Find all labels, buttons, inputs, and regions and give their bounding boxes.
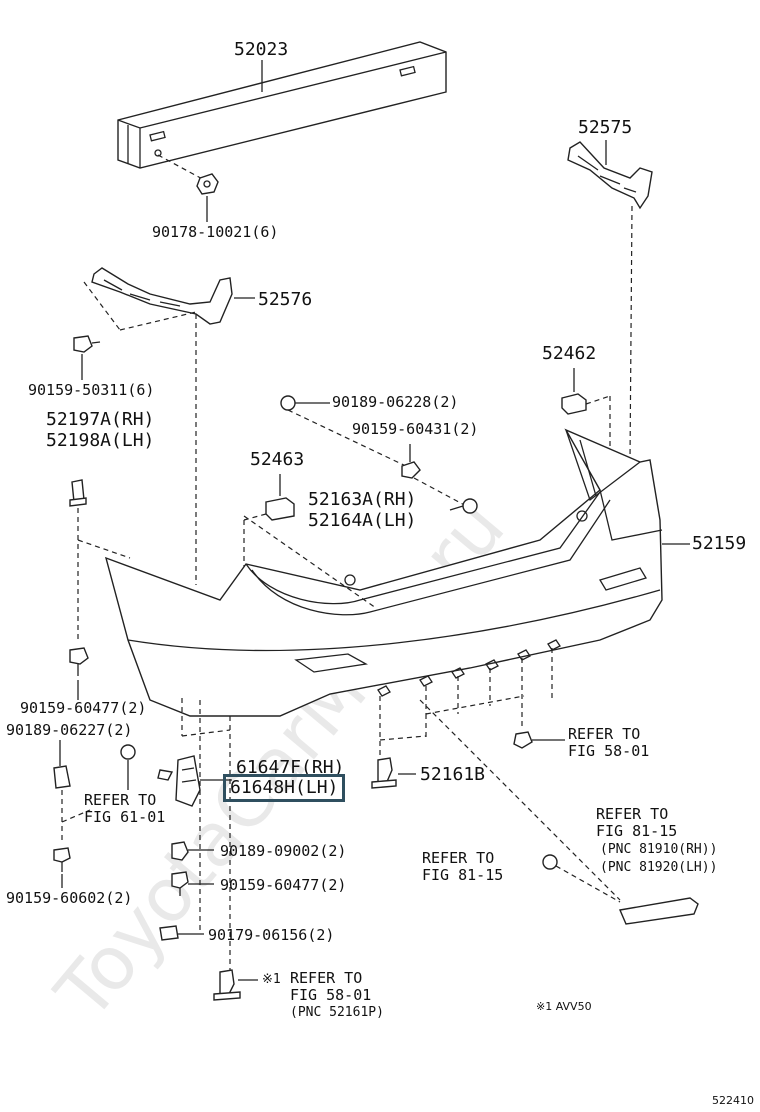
bolt-90159-60477-a (69, 647, 89, 676)
note-mark-1: ※1 (262, 972, 281, 987)
label-90159-60602: 90159-60602(2) (6, 889, 133, 907)
label-52163a-rh: 52163A(RH) (308, 489, 417, 510)
label-90159-60477-a: 90159-60477(2) (20, 699, 147, 717)
bolt-90159-60602 (53, 847, 71, 872)
fig-58-01-b: FIG 58-01 (290, 986, 372, 1004)
label-52023: 52023 (234, 39, 289, 60)
reflector (619, 897, 699, 925)
bracket-52575 (567, 141, 653, 210)
label-90159-50311: 90159-50311(6) (28, 381, 155, 399)
fig-81-15-a: FIG 81-15 (596, 822, 678, 840)
fig-61-01: FIG 61-01 (84, 808, 166, 826)
clip-52161p (213, 969, 241, 1001)
refer-to-61-01: REFER TO (84, 791, 157, 809)
pnc-81920-lh: (PNC 81920(LH)) (600, 860, 718, 875)
reinforcement-beam (117, 41, 447, 169)
clip-52161b (371, 757, 397, 789)
label-61648h-lh: 61648H(LH) (223, 774, 346, 802)
label-52463: 52463 (250, 449, 305, 470)
clip-52197 (69, 479, 87, 507)
label-52164a-lh: 52164A(LH) (308, 510, 417, 531)
refer-to-81-15-a: REFER TO (596, 805, 669, 823)
label-90189-06228: 90189-06228(2) (332, 393, 459, 411)
refer-to-81-15-b: REFER TO (422, 849, 495, 867)
refer-to-58-01-b: REFER TO (290, 969, 363, 987)
pnc-52161p: (PNC 52161P) (290, 1005, 384, 1020)
label-90159-60477-b: 90159-60477(2) (220, 876, 347, 894)
screw-90179-06156 (159, 925, 179, 941)
bolt-90159-50311 (73, 335, 101, 353)
nut-90178 (196, 173, 219, 195)
label-52197a-rh: 52197A(RH) (46, 409, 155, 430)
label-52576: 52576 (258, 289, 313, 310)
pad-52463 (265, 497, 295, 521)
label-52159: 52159 (692, 533, 747, 554)
label-52198a-lh: 52198A(LH) (46, 430, 155, 451)
label-90179-06156: 90179-06156(2) (208, 926, 335, 944)
refer-to-58-01-a: REFER TO (568, 725, 641, 743)
footer-code: 522410 (712, 1094, 754, 1107)
bracket-52576 (91, 267, 233, 325)
label-90189-09002: 90189-09002(2) (220, 842, 347, 860)
fig-81-15-b: FIG 81-15 (422, 866, 504, 884)
bolt-90159-60431 (401, 461, 421, 479)
label-90159-60431: 90159-60431(2) (352, 420, 479, 438)
bolt-90159-60477-b (171, 871, 189, 896)
label-52462: 52462 (542, 343, 597, 364)
clip-refer-58-01 (513, 731, 533, 749)
fig-58-01-a: FIG 58-01 (568, 742, 650, 760)
bumper-cover (104, 428, 663, 717)
pnc-81910-rh: (PNC 81910(RH)) (600, 842, 718, 857)
label-52575: 52575 (578, 117, 633, 138)
label-90189-06227: 90189-06227(2) (6, 721, 133, 739)
label-90178-10021: 90178-10021(6) (152, 223, 279, 241)
label-52161b: 52161B (420, 764, 486, 785)
note-avv50: ※1 AVV50 (536, 1000, 592, 1013)
pad-52462 (561, 393, 587, 415)
bracket-61648 (157, 755, 201, 807)
clip-90189-06227 (53, 765, 71, 789)
label-61647f-rh: 61647F(RH) (236, 757, 345, 778)
bolt-90189-09002 (171, 841, 189, 861)
